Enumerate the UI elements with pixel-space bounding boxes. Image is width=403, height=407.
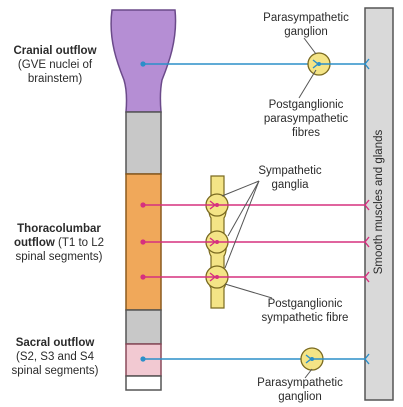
leader-lines [221,37,317,379]
cranial-outflow-region [110,9,177,113]
parasympathetic-ganglion-top-label: Parasympathetic ganglion [263,12,349,38]
parasympathetic-ganglion-bottom-label: Parasympathetic ganglion [257,377,343,403]
sympathetic-fibres [140,199,370,283]
thoracolumbar-outflow-label: Thoracolumbar outflow (T1 to L2 spinal s… [13,223,105,263]
bottom-preganglionic-origin-dot [140,356,146,362]
cord-end-cap [125,375,162,391]
postganglionic-sympathetic-label: Postganglionic sympathetic fibre [261,298,349,324]
upper-cord-segment [125,111,162,175]
sympathetic-ganglia-label: Sympathetic ganglia [258,165,322,191]
lower-cord-segment [125,309,162,345]
postganglionic-parasympathetic-label: Postganglionic parasympathetic fibres [263,99,349,139]
cranial-outflow-label: Cranial outflow (GVE nuclei of brainstem… [13,45,97,85]
top-preganglionic-origin-dot [140,61,146,67]
effector-organ-label: Smooth muscles and glands [373,129,385,275]
sacral-parasympathetic-pathway [140,347,370,371]
sacral-outflow-label: Sacral outflow (S2, S3 and S4 spinal seg… [11,337,99,377]
neuraxis-column [110,9,177,391]
cranial-parasympathetic-pathway [140,52,370,76]
